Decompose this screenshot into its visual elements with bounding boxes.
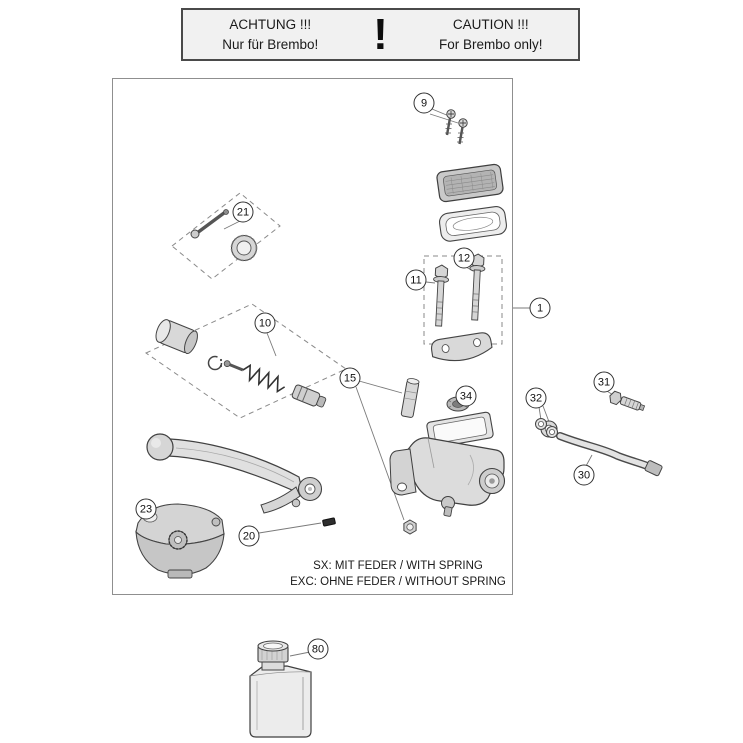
callout-part-12[interactable]: 12 <box>453 247 475 269</box>
callout-part-20[interactable]: 20 <box>238 525 260 547</box>
warning-text-german: ACHTUNG !!! Nur für Brembo! <box>183 15 358 54</box>
callout-part-31[interactable]: 31 <box>593 371 615 393</box>
lever-pivot-pin-15 <box>400 378 420 418</box>
warning-german-line1: ACHTUNG !!! <box>229 16 312 32</box>
piston-repair-kit-10 <box>155 319 327 408</box>
banjo-bolt-31 <box>609 390 646 412</box>
callout-part-11[interactable]: 11 <box>405 269 427 291</box>
brake-hose-30 <box>540 420 663 477</box>
warning-english-line1: CAUTION !!! <box>452 16 529 32</box>
brake-fluid-bottle-80 <box>249 640 312 738</box>
clamp-bolt-11 <box>433 264 450 327</box>
reservoir-cover <box>436 163 504 203</box>
warning-text-english: CAUTION !!! For Brembo only! <box>404 15 579 54</box>
callout-part-21[interactable]: 21 <box>232 201 254 223</box>
note-line-exc: EXC: OHNE FEDER / WITHOUT SPRING <box>290 575 506 588</box>
sealing-washers-32 <box>535 418 558 438</box>
pivot-nut-15 <box>403 519 417 535</box>
lever-perch-23 <box>135 503 225 579</box>
callout-part-30[interactable]: 30 <box>573 464 595 486</box>
callout-part-23[interactable]: 23 <box>135 498 157 520</box>
callout-part-10[interactable]: 10 <box>254 312 276 334</box>
callout-part-15[interactable]: 15 <box>339 367 361 389</box>
reservoir-membrane <box>438 206 508 242</box>
warning-german-line2: Nur für Brembo! <box>222 36 319 52</box>
warning-english-line2: For Brembo only! <box>438 36 543 52</box>
callout-part-80[interactable]: 80 <box>307 638 329 660</box>
pin-20 <box>322 517 336 527</box>
reservoir-cover-screws <box>445 109 468 145</box>
handlebar-clamp <box>430 332 493 362</box>
kit-21-dashed-box <box>171 192 281 280</box>
callout-part-1[interactable]: 1 <box>529 297 551 319</box>
callout-part-9[interactable]: 9 <box>413 92 435 114</box>
brake-lever-blade <box>146 433 323 514</box>
spring-variant-note: SX: MIT FEDER / WITH SPRING EXC: OHNE FE… <box>272 559 524 590</box>
callout-part-34[interactable]: 34 <box>455 385 477 407</box>
exclamation-icon: ! <box>373 9 388 59</box>
callout-part-32[interactable]: 32 <box>525 387 547 409</box>
master-cylinder-body <box>389 411 506 517</box>
note-line-sx: SX: MIT FEDER / WITH SPRING <box>313 560 483 572</box>
brembo-warning-banner: ACHTUNG !!! Nur für Brembo! ! CAUTION !!… <box>181 8 580 61</box>
pushrod-bushing-21 <box>190 209 258 262</box>
